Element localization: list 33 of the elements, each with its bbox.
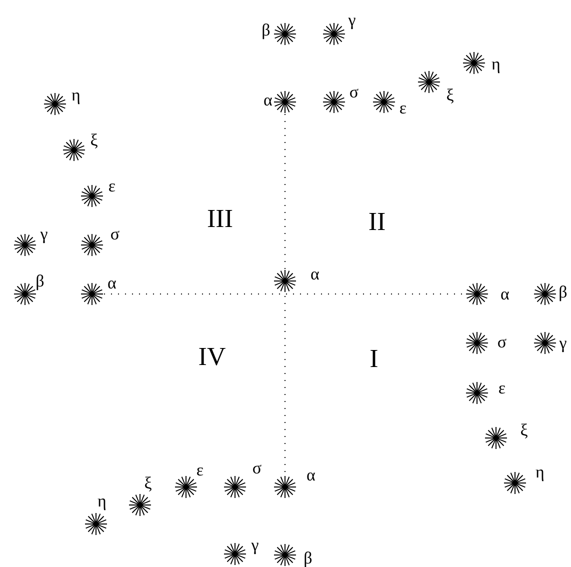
- point-label: ξ: [144, 474, 152, 492]
- point-label: β: [558, 284, 568, 300]
- point-label: σ: [349, 84, 359, 100]
- point-label: η: [98, 492, 106, 510]
- point-label: σ: [497, 334, 507, 350]
- point-label: β: [262, 22, 270, 38]
- point-label: η: [492, 56, 500, 72]
- point-label: ε: [108, 178, 116, 194]
- point-label: ε: [399, 100, 407, 116]
- point-label: β: [36, 272, 44, 290]
- point-label: α: [108, 274, 116, 292]
- point-label: σ: [110, 226, 120, 242]
- point-label: γ: [348, 12, 356, 28]
- point-label: σ: [252, 460, 262, 476]
- point-label: α: [306, 466, 316, 484]
- point-label: ε: [498, 380, 506, 396]
- point-label: η: [72, 86, 80, 104]
- point-label: β: [304, 550, 312, 566]
- point-label: ξ: [520, 422, 528, 438]
- point-label: α: [310, 266, 320, 282]
- quadrant-label: III: [207, 206, 233, 232]
- point-label: ξ: [446, 86, 454, 104]
- point-label: α: [500, 286, 510, 302]
- point-label: η: [536, 464, 544, 480]
- point-label: ξ: [90, 132, 98, 148]
- quadrant-label: II: [368, 209, 386, 235]
- point-label: γ: [40, 226, 48, 242]
- point-label: γ: [251, 536, 259, 554]
- point-label: ε: [196, 462, 204, 478]
- quadrant-label: IV: [198, 344, 226, 370]
- point-label: γ: [559, 334, 567, 352]
- quadrant-label: I: [370, 346, 378, 372]
- point-label: α: [264, 92, 272, 108]
